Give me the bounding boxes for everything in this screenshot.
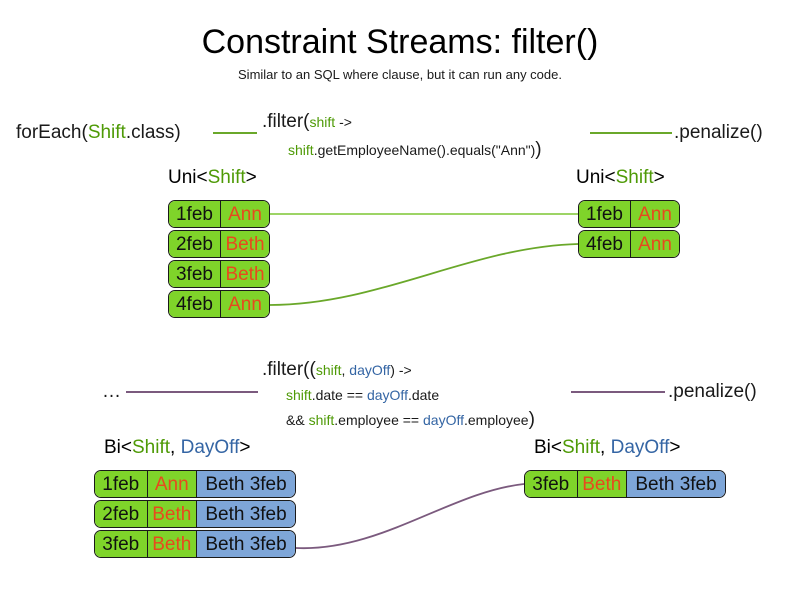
bi-output-type-generic-2: DayOff [610, 437, 670, 458]
uni-filter-expression: .filter(shift -> shift.getEmployeeName()… [262, 110, 542, 162]
tuple-row[interactable]: 1feb Ann [168, 200, 270, 228]
uni-filter-call: .filter( [262, 111, 310, 132]
bi-input-type-generic-2: DayOff [180, 437, 240, 458]
bi-filter-l2-mid: .date == [311, 387, 367, 403]
tuple-row[interactable]: 1feb Ann [578, 200, 680, 228]
uni-output-type-label: Uni<Shift> [576, 166, 665, 189]
tuple-cell-dayoff: Beth 3feb [626, 471, 725, 497]
bi-source-ellipsis: … [102, 381, 121, 402]
tuple-row[interactable]: 4feb Ann [168, 290, 270, 318]
uni-filter-body-rest: .getEmployeeName().equals("Ann") [313, 142, 536, 158]
bi-filter-param-2: dayOff [349, 362, 391, 378]
table-row[interactable]: 3feb Beth Beth 3feb [524, 470, 726, 498]
bi-filter-l3-op: && [286, 412, 309, 428]
uni-output-tuple-list: 1feb Ann 4feb Ann [578, 200, 680, 258]
bi-penalize-label: .penalize() [668, 381, 757, 402]
bi-filter-arrow: ) -> [390, 362, 412, 378]
bi-filter-close-paren: ) [528, 409, 535, 430]
bi-filter-expression: .filter((shift, dayOff) -> shift.date ==… [262, 358, 535, 432]
bi-filter-l3-var1: shift [308, 412, 335, 428]
tuple-cell-date: 2feb [95, 501, 147, 527]
page-subtitle: Similar to an SQL where clause, but it c… [238, 67, 562, 82]
foreach-type: Shift [87, 122, 126, 143]
uni-output-type-prefix: Uni< [576, 167, 616, 188]
bi-filter-line-3: && shift.employee == dayOff.employee) [286, 408, 535, 432]
uni-input-tuple-list: 1feb Ann 2feb Beth 3feb Beth 4feb Ann [168, 200, 270, 318]
bi-filter-l3-var2: dayOff [423, 412, 464, 428]
tuple-cell-dayoff: Beth 3feb [196, 501, 295, 527]
foreach-suffix: .class) [125, 122, 181, 143]
uni-input-type-suffix: > [245, 167, 257, 188]
tuple-cell-name: Beth [146, 531, 197, 557]
link-bi-3feb [295, 483, 525, 549]
bi-output-tuple-list: 3feb Beth Beth 3feb [524, 470, 726, 498]
uni-penalize-label: .penalize() [674, 122, 763, 143]
tuple-cell-name: Beth [219, 231, 269, 257]
bi-filter-call: .filter(( [262, 359, 316, 380]
tuple-cell-name: Ann [629, 231, 679, 257]
tuple-cell-date: 4feb [169, 291, 220, 317]
link-uni-4feb [269, 243, 579, 306]
tuple-row[interactable]: 4feb Ann [578, 230, 680, 258]
tuple-cell-date: 3feb [95, 531, 147, 557]
bi-output-type-suffix: > [669, 437, 681, 458]
bi-filter-l3-mid: .employee == [334, 412, 423, 428]
tuple-cell-date: 4feb [579, 231, 630, 257]
uni-filter-line-2: shift.getEmployeeName().equals("Ann")) [288, 138, 542, 162]
bi-filter-l2-end: .date [407, 387, 440, 403]
tuple-cell-name: Ann [219, 201, 269, 227]
foreach-label: forEach(Shift.class) [16, 121, 181, 145]
bi-filter-line-2: shift.date == dayOff.date [286, 385, 535, 405]
uni-input-type-prefix: Uni< [168, 167, 208, 188]
tuple-cell-date: 1feb [95, 471, 147, 497]
bi-input-tuple-list: 1feb Ann Beth 3feb 2feb Beth Beth 3feb 3… [94, 470, 296, 558]
bi-output-type-generic-1: Shift [562, 437, 601, 458]
tuple-cell-date: 3feb [169, 261, 220, 287]
tuple-cell-name: Ann [629, 201, 679, 227]
bi-output-type-comma: , [600, 437, 611, 458]
page-title: Constraint Streams: filter() [201, 23, 599, 61]
uni-filter-arrow: -> [335, 114, 352, 130]
uni-output-type-generic: Shift [615, 167, 654, 188]
tuple-cell-name: Beth [146, 501, 197, 527]
uni-input-type-generic: Shift [207, 167, 246, 188]
bi-output-type-prefix: Bi< [534, 437, 562, 458]
tuple-row[interactable]: 3feb Beth [168, 260, 270, 288]
bi-filter-l2-var1: shift [286, 387, 312, 403]
bi-filter-l2-var2: dayOff [366, 387, 408, 403]
tuple-cell-dayoff: Beth 3feb [196, 531, 295, 557]
tuple-cell-dayoff: Beth 3feb [196, 471, 295, 497]
bi-output-type-label: Bi<Shift, DayOff> [534, 436, 680, 459]
table-row[interactable]: 1feb Ann Beth 3feb [94, 470, 296, 498]
tuple-row[interactable]: 2feb Beth [168, 230, 270, 258]
tuple-cell-name: Beth [576, 471, 627, 497]
bi-input-type-suffix: > [239, 437, 251, 458]
tuple-cell-name: Ann [146, 471, 197, 497]
bi-filter-line-1: .filter((shift, dayOff) -> [262, 358, 535, 382]
table-row[interactable]: 3feb Beth Beth 3feb [94, 530, 296, 558]
tuple-cell-date: 3feb [525, 471, 577, 497]
tuple-cell-name: Beth [219, 261, 269, 287]
uni-filter-lambda-param: shift [309, 114, 336, 130]
bi-filter-param-1: shift [315, 362, 342, 378]
uni-output-type-suffix: > [653, 167, 665, 188]
bi-filter-l3-end: .employee [464, 412, 529, 428]
tuple-cell-date: 1feb [579, 201, 630, 227]
tuple-cell-date: 2feb [169, 231, 220, 257]
tuple-cell-name: Ann [219, 291, 269, 317]
table-row[interactable]: 2feb Beth Beth 3feb [94, 500, 296, 528]
uni-filter-line-1: .filter(shift -> [262, 110, 542, 134]
uni-filter-body-var: shift [288, 142, 314, 158]
bi-input-type-prefix: Bi< [104, 437, 132, 458]
tuple-cell-date: 1feb [169, 201, 220, 227]
bi-input-type-label: Bi<Shift, DayOff> [104, 436, 250, 459]
bi-filter-param-comma: , [341, 362, 350, 378]
uni-filter-close-paren: ) [535, 139, 542, 160]
bi-input-type-generic-1: Shift [132, 437, 171, 458]
foreach-prefix: forEach( [16, 122, 88, 143]
uni-input-type-label: Uni<Shift> [168, 166, 257, 189]
bi-input-type-comma: , [170, 437, 181, 458]
